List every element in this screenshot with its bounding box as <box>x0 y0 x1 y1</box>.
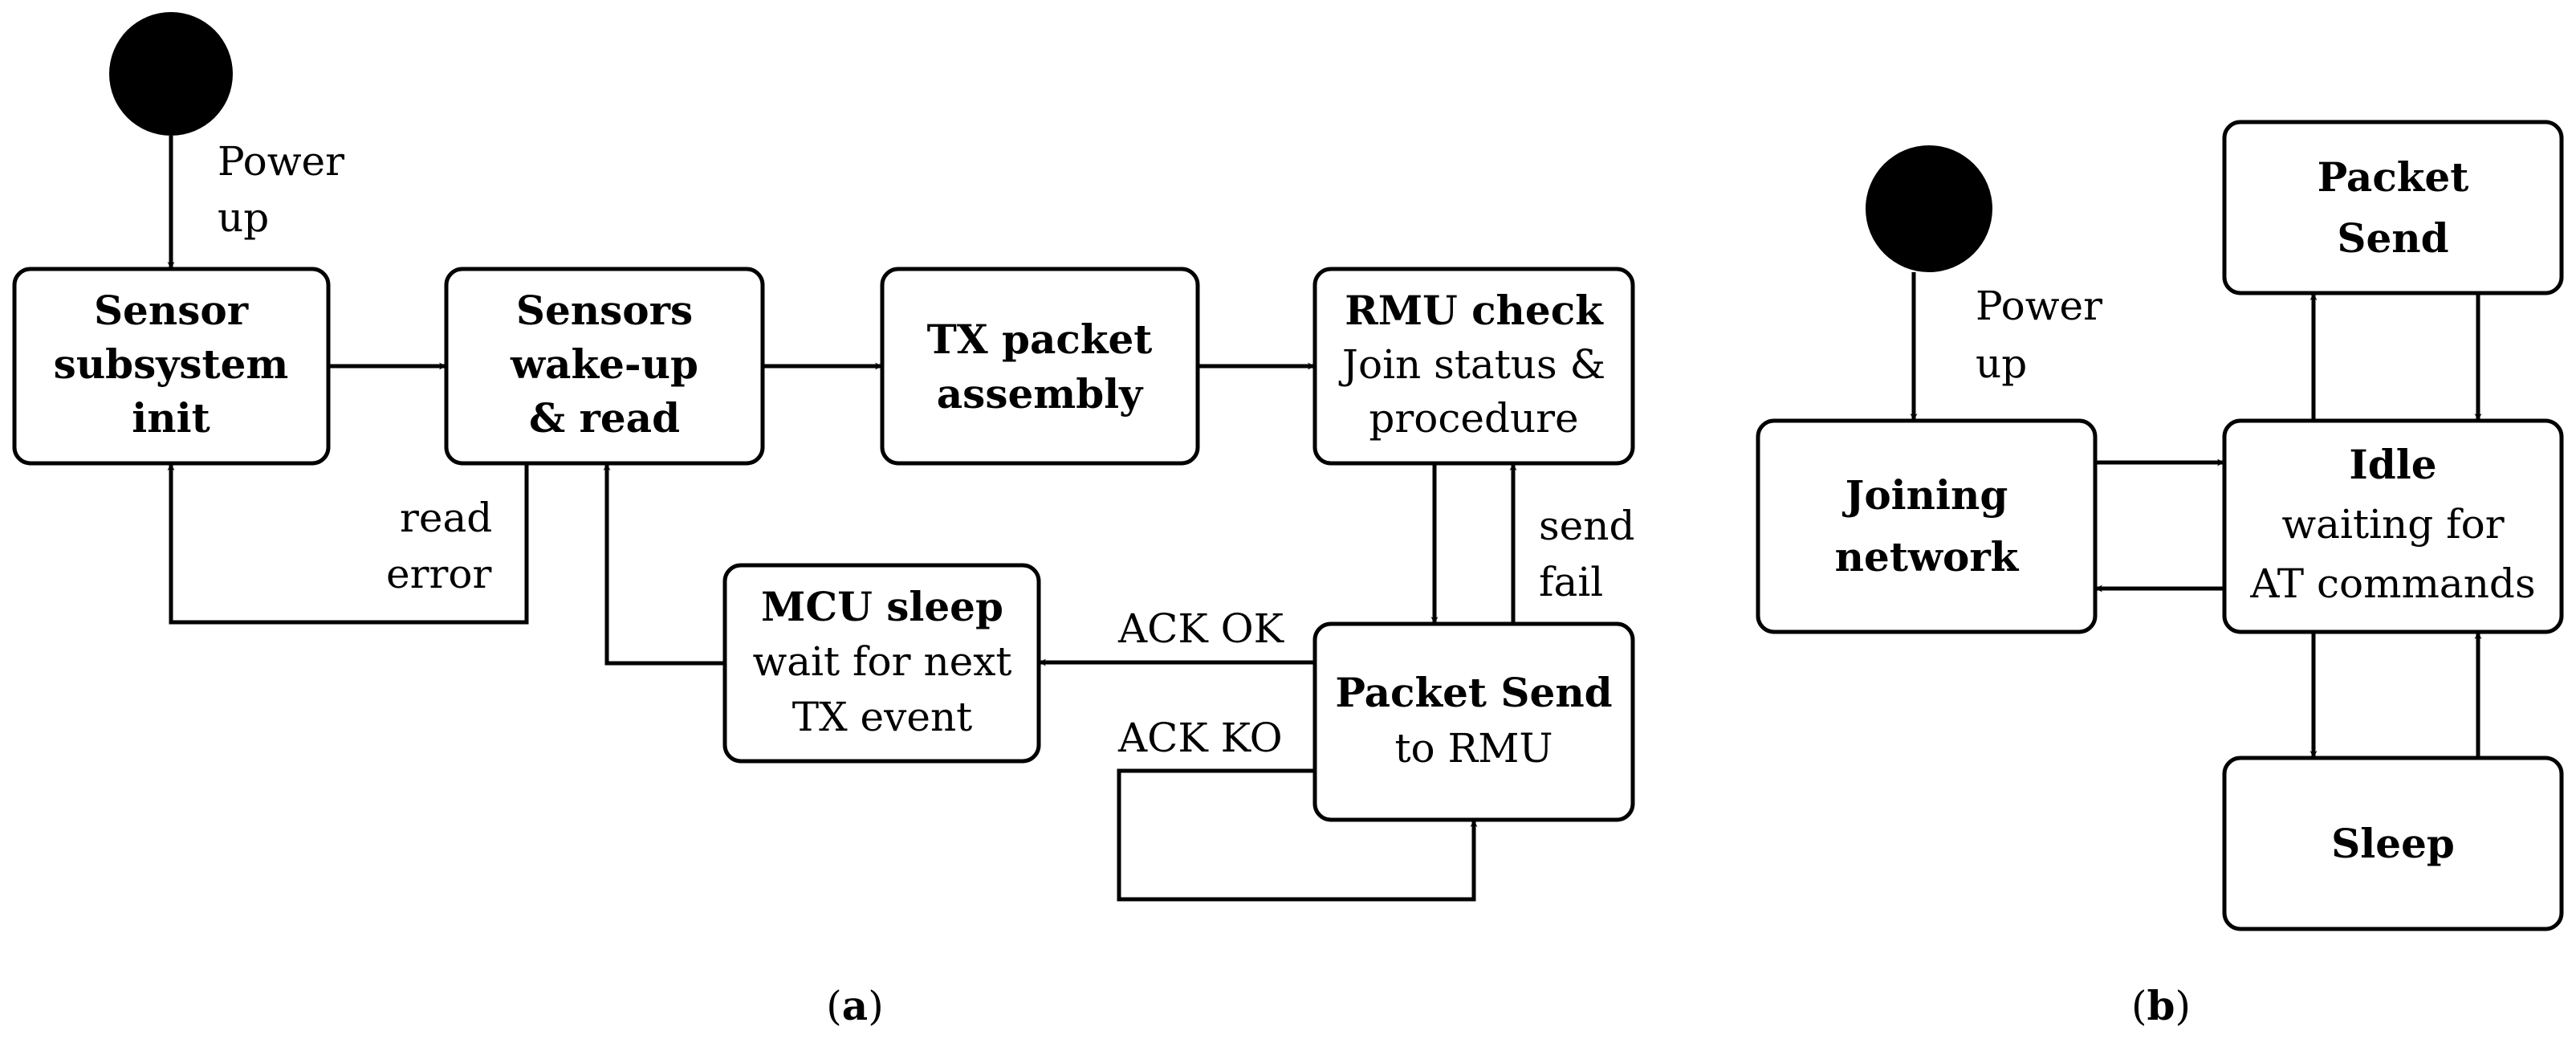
state-packet-send-to-rmu: Packet Send to RMU <box>1312 621 1635 822</box>
power-up-label-a-2: up <box>218 194 269 241</box>
state-tx-packet-assembly: TX packet assembly <box>880 267 1200 466</box>
send-fail-label-2: fail <box>1539 559 1603 605</box>
caption-b: (b) <box>2131 982 2191 1029</box>
state-idle: Idle waiting for AT commands <box>2222 418 2564 634</box>
svg-text:Packet Send: Packet Send <box>1335 669 1612 716</box>
svg-text:RMU check: RMU check <box>1345 287 1604 334</box>
svg-text:to RMU: to RMU <box>1394 725 1553 772</box>
read-error-label: read <box>400 495 492 541</box>
svg-text:TX packet: TX packet <box>927 316 1153 363</box>
power-up-label-b-2: up <box>1976 340 2027 387</box>
caption-a: (a) <box>826 982 883 1029</box>
svg-text:waiting for: waiting for <box>2281 501 2504 548</box>
svg-text:wake-up: wake-up <box>510 340 698 388</box>
svg-text:& read: & read <box>529 394 680 442</box>
svg-text:Join status &: Join status & <box>1338 341 1605 388</box>
read-error-label-2: error <box>386 551 491 597</box>
arrow-sleep-to-read <box>603 463 725 666</box>
svg-text:Packet: Packet <box>2318 153 2469 201</box>
svg-text:procedure: procedure <box>1369 395 1578 442</box>
svg-text:Sensors: Sensors <box>516 287 693 334</box>
state-packet-send: Packet Send <box>2222 120 2564 295</box>
svg-text:network: network <box>1835 533 2020 581</box>
ack-ok-label: ACK OK <box>1117 605 1285 652</box>
svg-text:subsystem: subsystem <box>54 340 289 388</box>
power-up-label-a: Power <box>218 138 344 185</box>
svg-text:Joining: Joining <box>1842 471 2008 519</box>
send-fail-label: send <box>1539 503 1634 549</box>
state-rmu-check: RMU check Join status & procedure <box>1312 267 1635 466</box>
state-sleep: Sleep <box>2222 756 2564 931</box>
initial-state-b <box>1866 145 1992 272</box>
svg-text:Sleep: Sleep <box>2331 820 2455 867</box>
svg-text:Send: Send <box>2337 214 2448 262</box>
initial-state-a <box>109 12 233 136</box>
svg-text:MCU sleep: MCU sleep <box>761 583 1003 630</box>
svg-text:Idle: Idle <box>2349 441 2436 488</box>
ack-ko-label: ACK KO <box>1117 715 1283 761</box>
svg-text:assembly: assembly <box>937 370 1144 418</box>
state-joining-network: Joining network <box>1756 418 2098 634</box>
arrow-ack-ko <box>1117 768 1478 902</box>
svg-text:AT commands: AT commands <box>2249 560 2535 607</box>
state-sensor-subsystem-init: Sensor subsystem init <box>12 267 331 466</box>
power-up-label-b: Power <box>1976 283 2102 329</box>
svg-text:init: init <box>132 394 210 442</box>
svg-text:Sensor: Sensor <box>94 287 249 334</box>
svg-text:TX event: TX event <box>792 694 973 740</box>
diagram-b: Power up Joining network Idle waiting fo… <box>1756 120 2564 1029</box>
state-sensors-wake-up-read: Sensors wake-up & read <box>444 267 765 466</box>
arrow-read-error <box>167 463 529 625</box>
state-mcu-sleep: MCU sleep wait for next TX event <box>722 563 1041 764</box>
diagram-a: Power up Sensor subsystem init Sensors w… <box>12 12 1635 1029</box>
svg-text:wait for next: wait for next <box>752 638 1011 685</box>
